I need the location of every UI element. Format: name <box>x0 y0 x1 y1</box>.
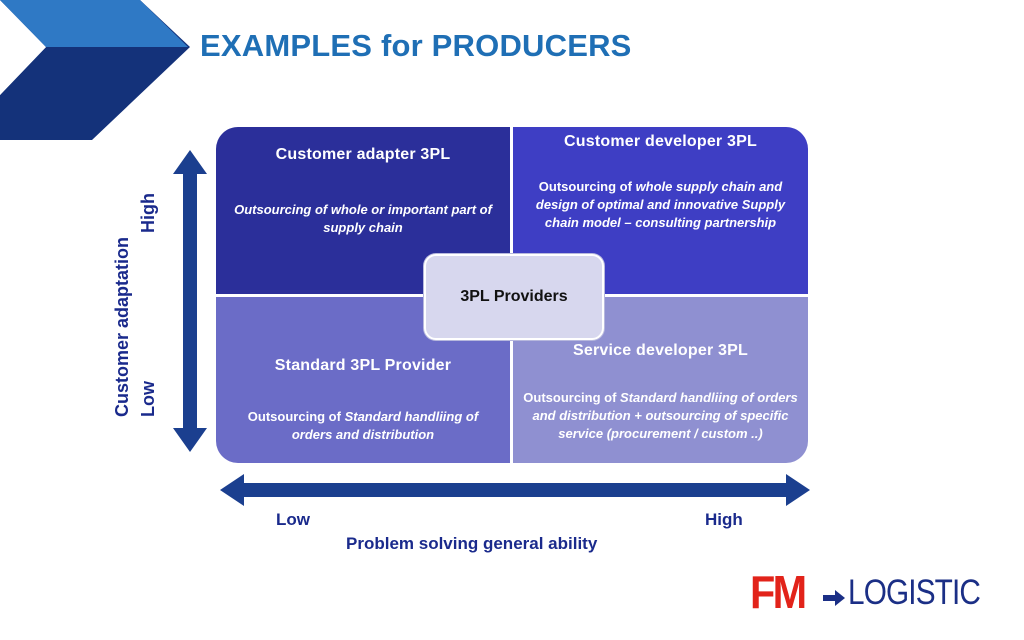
company-logo-logistic: LOGISTIC <box>848 573 981 612</box>
quadrant-customer-developer: Customer developer 3PL Outsourcing of wh… <box>513 127 808 294</box>
vertical-axis-high-label: High <box>138 193 158 233</box>
horizontal-double-arrow <box>220 474 810 506</box>
horizontal-axis-title: Problem solving general ability <box>346 534 598 553</box>
center-label: 3PL Providers <box>460 288 568 305</box>
quadrant-description: Outsourcing of Standard handliing of ord… <box>523 389 798 443</box>
quadrant-description: Outsourcing of Standard handliing of ord… <box>226 408 500 444</box>
quadrant-description-prefix: Outsourcing of <box>247 409 345 424</box>
company-logo-fm: FM <box>750 566 807 618</box>
quadrant-description: Outsourcing of whole supply chain and de… <box>523 178 798 232</box>
logo-arrow-icon <box>823 590 845 606</box>
quadrant-heading: Customer adapter 3PL <box>275 146 451 163</box>
vertical-axis-title: Customer adaptation <box>112 236 132 417</box>
horizontal-axis-high-label: High <box>705 510 743 529</box>
corner-chevron-graphic <box>0 0 190 140</box>
quadrant-description-prefix: Outsourcing of <box>538 179 636 194</box>
quadrant-description-italic: Outsourcing of whole or important part o… <box>234 202 492 235</box>
vertical-axis-low-label: Low <box>138 381 158 417</box>
center-label-box: 3PL Providers <box>424 254 604 340</box>
quadrant-description: Outsourcing of whole or important part o… <box>226 201 500 237</box>
quadrant-matrix: Customer adapter 3PL Outsourcing of whol… <box>216 127 808 463</box>
quadrant-heading: Standard 3PL Provider <box>274 357 452 374</box>
quadrant-heading: Customer developer 3PL <box>564 133 757 150</box>
quadrant-description-italic: whole supply chain and design of optimal… <box>535 179 786 230</box>
horizontal-axis-low-label: Low <box>276 510 310 529</box>
page-title: EXAMPLES for PRODUCERS <box>200 28 632 63</box>
vertical-double-arrow <box>173 150 207 452</box>
quadrant-description-prefix: Outsourcing of <box>523 390 621 405</box>
quadrant-description-italic: Standard handliing of orders and distrib… <box>532 390 798 441</box>
quadrant-description-italic: Standard handliing of orders and distrib… <box>291 409 479 442</box>
quadrant-heading: Service developer 3PL <box>573 342 748 359</box>
